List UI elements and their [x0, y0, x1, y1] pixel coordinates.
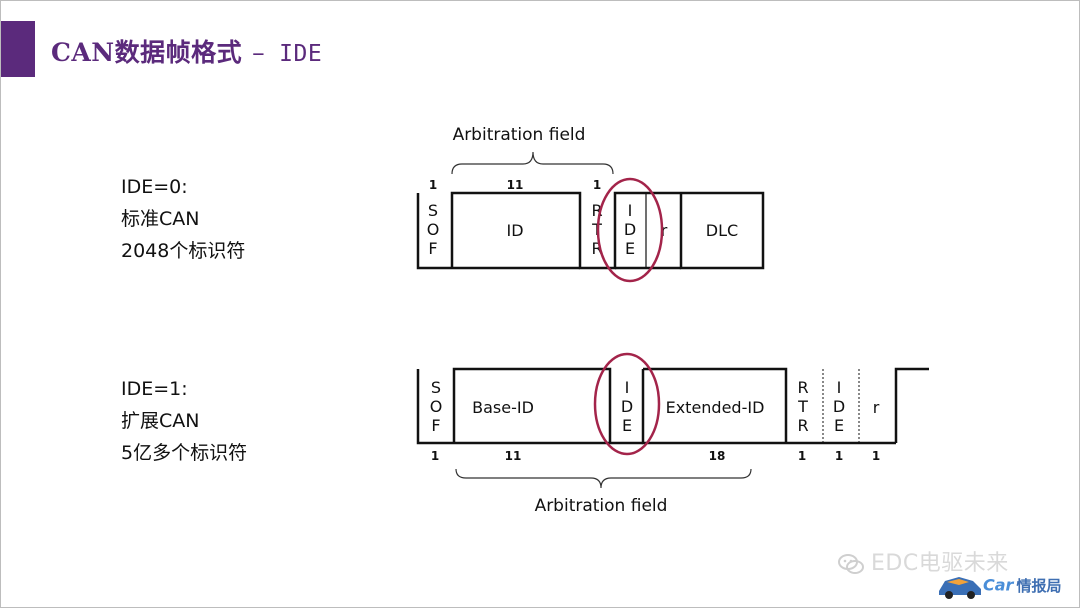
extended-sof-char-3: F: [431, 416, 440, 435]
extended-extid-bits: 18: [709, 449, 726, 463]
extended-r-label: r: [873, 398, 880, 417]
standard-id-bits: 11: [507, 178, 524, 192]
extended-extid-box: [643, 367, 788, 443]
standard-ide-highlight: [596, 177, 664, 283]
standard-r-label: r: [661, 221, 668, 240]
title-separator: –: [252, 38, 266, 67]
watermark-brand-suffix: 情报局: [1016, 576, 1062, 595]
extended-ide-highlight: [593, 352, 661, 456]
watermark-line-1: EDC电驱未来: [837, 545, 1009, 577]
standard-line-3: 2048个标识符: [121, 240, 246, 262]
extended-ide2-char-2: D: [833, 397, 845, 416]
standard-frame: Arbitration field 1 11 1 S O F ID R T R: [416, 125, 765, 283]
extended-tail-rise: [894, 367, 929, 443]
extended-baseid-top: [452, 367, 572, 443]
extended-ide2-char-1: I: [837, 378, 842, 397]
standard-rtr-char-1: R: [591, 201, 602, 220]
extended-rtr-char-1: R: [797, 378, 808, 397]
extended-rtr-char-2: T: [797, 397, 808, 416]
extended-sof-char-1: S: [431, 378, 441, 397]
standard-sof-bits: 1: [429, 178, 437, 192]
car-logo-icon: [939, 577, 981, 599]
title-sub: IDE: [279, 41, 323, 67]
standard-dlc-box: [679, 191, 765, 270]
standard-ide-char-1: I: [628, 201, 633, 220]
watermark-brand: Car: [983, 575, 1014, 595]
extended-arbitration-label: Arbitration field: [535, 496, 668, 516]
standard-line-2: 标准CAN: [121, 208, 200, 230]
standard-line-1: IDE=0:: [121, 176, 188, 198]
extended-description: IDE=1: 扩展CAN 5亿多个标识符: [121, 373, 247, 469]
extended-rtr-bits: 1: [798, 449, 806, 463]
standard-ide-char-2: D: [624, 220, 636, 239]
extended-baseid-bits: 11: [505, 449, 522, 463]
extended-sof-char-2: O: [430, 397, 443, 416]
standard-sof-char-2: O: [427, 220, 440, 239]
standard-rtr-char-2: T: [591, 220, 602, 239]
extended-rtr-char-3: R: [797, 416, 808, 435]
extended-frame: S O F Base-ID I D E Extended-ID R T R I …: [416, 352, 929, 516]
standard-arbitration-label: Arbitration field: [453, 125, 586, 145]
title-accent-bar: [1, 21, 35, 77]
extended-r-bits: 1: [872, 449, 880, 463]
standard-sof-char-1: S: [428, 201, 438, 220]
extended-arbitration-brace: [455, 468, 752, 489]
standard-arbitration-brace: [451, 151, 614, 175]
extended-line-1: IDE=1:: [121, 378, 188, 400]
standard-rtr-char-3: R: [591, 239, 602, 258]
standard-dlc-label: DLC: [706, 221, 738, 240]
extended-ide-char-1: I: [625, 378, 630, 397]
extended-line-2: 扩展CAN: [121, 410, 200, 432]
extended-sof-bitline: [416, 369, 454, 445]
slide-title: CAN数据帧格式–IDE: [51, 33, 322, 73]
standard-rtr-bits: 1: [593, 178, 601, 192]
extended-ide2-char-3: E: [834, 416, 844, 435]
extended-sof-bits: 1: [431, 449, 439, 463]
standard-id-label: ID: [506, 221, 523, 240]
standard-sof-bitline: [416, 193, 452, 270]
extended-baseid-label: Base-ID: [472, 398, 534, 417]
extended-ide-left: [572, 367, 612, 443]
watermark-text: EDC电驱未来: [871, 551, 1009, 576]
wechat-icon: [838, 554, 864, 574]
standard-ide-char-3: E: [625, 239, 635, 258]
extended-line-3: 5亿多个标识符: [121, 442, 248, 464]
standard-sof-char-3: F: [428, 239, 437, 258]
extended-extid-label: Extended-ID: [666, 398, 765, 417]
title-main: CAN数据帧格式: [51, 38, 243, 67]
standard-description: IDE=0: 标准CAN 2048个标识符: [121, 171, 245, 267]
extended-ide2-bits: 1: [835, 449, 843, 463]
extended-ide-char-3: E: [622, 416, 632, 435]
extended-ide-char-2: D: [621, 397, 633, 416]
standard-bitline-mid: [450, 191, 681, 270]
